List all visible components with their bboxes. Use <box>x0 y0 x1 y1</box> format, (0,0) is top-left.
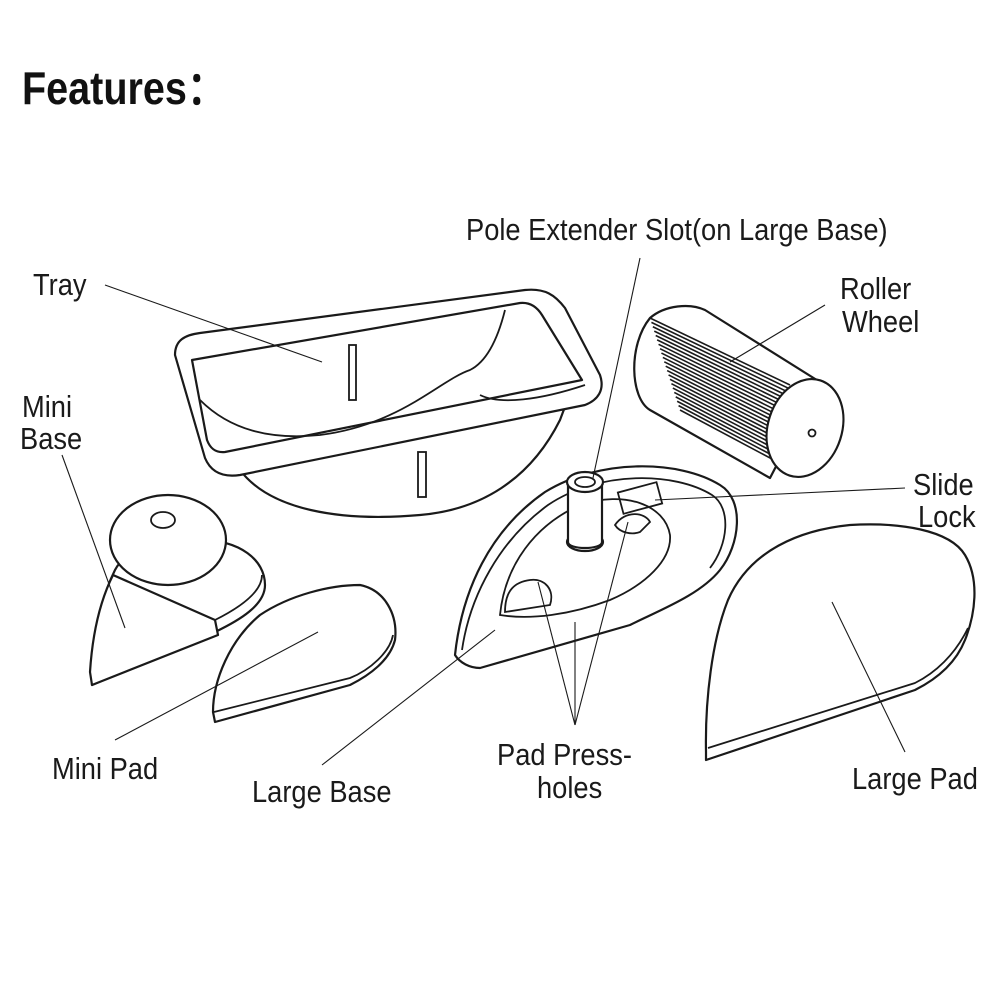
roller-rib <box>652 326 792 395</box>
roller-rib <box>656 339 794 408</box>
large-pad-drawing <box>704 523 976 762</box>
roller-rib <box>659 347 795 416</box>
mini-base-label-line2: Base <box>20 421 83 456</box>
tray-label: Tray <box>33 267 87 302</box>
roller-rib <box>655 334 793 403</box>
roller-rib <box>653 330 793 399</box>
roller-wheel-drawing <box>633 304 845 480</box>
mini-pad-drawing <box>211 583 397 724</box>
leader-lines <box>61 257 906 766</box>
large-base-label: Large Base <box>252 774 392 809</box>
slide-lock-label-line2: Lock <box>918 499 976 534</box>
roller-rib <box>651 321 791 391</box>
mini-pad-label: Mini Pad <box>52 751 159 786</box>
tray-drawing <box>173 288 603 518</box>
page-title: Features： <box>22 62 227 114</box>
large-pad-label: Large Pad <box>852 761 978 796</box>
mini-base-drawing <box>88 493 267 687</box>
mini-base-label-line1: Mini <box>22 389 73 424</box>
pole-extender-slot-label: Pole Extender Slot(on Large Base) <box>466 212 888 247</box>
roller-wheel-label-line2: Wheel <box>842 304 920 339</box>
roller-wheel-label-line1: Roller <box>840 271 912 306</box>
pad-press-holes-label-line2: holes <box>537 770 603 805</box>
roller-rib <box>658 343 794 412</box>
slide-lock-label-line1: Slide <box>913 467 974 502</box>
pad-press-holes-label-line1: Pad Press- <box>497 737 632 772</box>
roller-rib <box>649 317 791 386</box>
large-base-drawing <box>453 465 739 670</box>
